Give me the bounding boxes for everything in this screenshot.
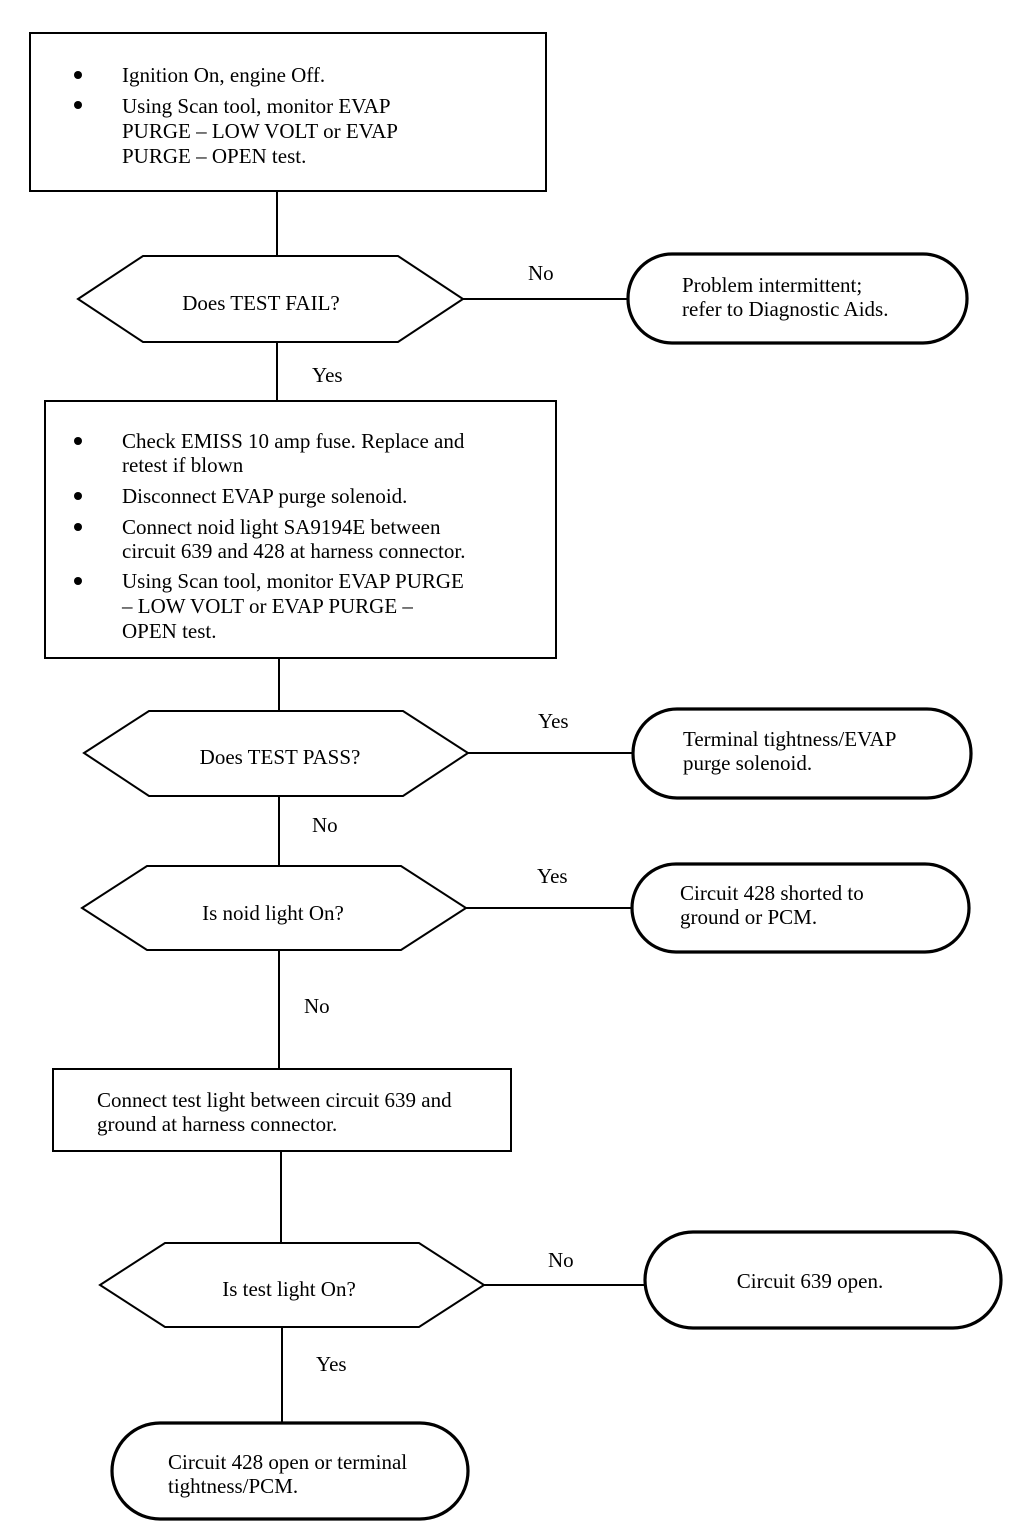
decision-test-fail-text: Does TEST FAIL? [182,291,340,315]
bullet-icon [74,577,82,585]
bullet-icon [74,523,82,531]
result-428-open-text: Circuit 428 open or terminal tightness/P… [168,1450,412,1498]
result-problem-intermittent: Problem intermittent; refer to Diagnosti… [626,252,969,345]
check-step-4: Using Scan tool, monitor EVAP PURGE – LO… [121,569,469,643]
decision-test-light-text: Is test light On? [222,1277,356,1301]
result-428-open: Circuit 428 open or terminal tightness/P… [110,1421,470,1521]
check-step-1: Check EMISS 10 amp fuse. Replace and ret… [122,429,470,477]
bullet-icon [74,492,82,500]
branch-label-no: No [312,813,338,837]
bullet-icon [74,437,82,445]
result-639-open: Circuit 639 open. [643,1230,1003,1330]
result-terminal-text: Terminal tightness/EVAP purge solenoid. [683,727,901,775]
bullet-icon [74,101,82,109]
branch-label-yes: Yes [312,363,343,387]
branch-label-yes: Yes [537,864,568,888]
decision-test-fail: Does TEST FAIL? [76,255,465,343]
start-step-2: Using Scan tool, monitor EVAP PURGE – LO… [122,94,402,168]
result-428-shorted-text: Circuit 428 shorted to ground or PCM. [680,881,869,929]
bullet-icon [74,71,82,79]
decision-test-light: Is test light On? [98,1242,486,1328]
start-process-box: Ignition On, engine Off. Using Scan tool… [29,32,547,192]
branch-label-no: No [304,994,330,1018]
branch-label-no: No [528,261,554,285]
start-step-1: Ignition On, engine Off. [122,63,325,87]
result-428-shorted: Circuit 428 shorted to ground or PCM. [630,862,971,954]
result-terminal-tightness: Terminal tightness/EVAP purge solenoid. [631,707,973,800]
branch-label-yes: Yes [538,709,569,733]
connect-process-box: Connect test light between circuit 639 a… [52,1068,512,1152]
decision-noid-light: Is noid light On? [80,865,468,951]
check-step-2: Disconnect EVAP purge solenoid. [122,484,407,508]
branch-label-no: No [548,1248,574,1272]
result-intermittent-text: Problem intermittent; refer to Diagnosti… [682,273,888,321]
result-639-open-text: Circuit 639 open. [737,1269,883,1293]
check-process-box: Check EMISS 10 amp fuse. Replace and ret… [44,400,557,659]
decision-noid-text: Is noid light On? [202,901,344,925]
decision-test-pass: Does TEST PASS? [82,710,470,797]
check-step-3: Connect noid light SA9194E between circu… [122,515,465,563]
decision-test-pass-text: Does TEST PASS? [200,745,361,769]
connect-box-text: Connect test light between circuit 639 a… [97,1088,457,1136]
branch-label-yes: Yes [316,1352,347,1376]
